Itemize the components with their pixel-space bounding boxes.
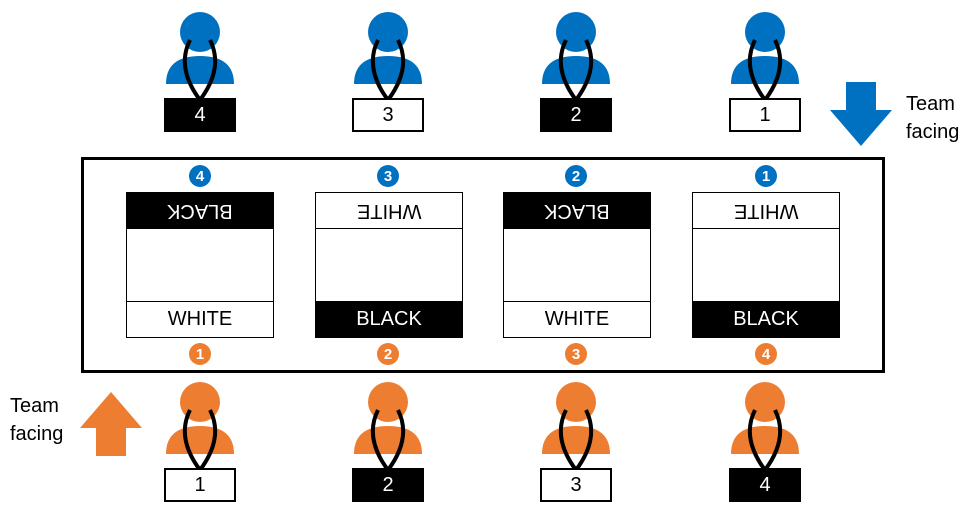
bottom-player-2: 2 bbox=[348, 382, 428, 502]
person-icon bbox=[542, 382, 610, 474]
top-player-2: 3 bbox=[348, 12, 428, 132]
bottom-number-badge: 3 bbox=[565, 343, 587, 365]
card-top-label: BLACK bbox=[127, 193, 273, 229]
down-arrow-icon bbox=[830, 82, 892, 146]
player-plate: 1 bbox=[164, 468, 236, 502]
person-icon bbox=[166, 12, 234, 104]
up-arrow-icon bbox=[80, 392, 142, 456]
bottom-player-3: 3 bbox=[536, 382, 616, 502]
player-plate: 4 bbox=[164, 98, 236, 132]
player-plate: 3 bbox=[540, 468, 612, 502]
person-icon bbox=[166, 382, 234, 474]
card-top-label: BLACK bbox=[504, 193, 650, 229]
person-icon bbox=[731, 382, 799, 474]
top-number-badge: 2 bbox=[565, 165, 587, 187]
card-bottom-label: BLACK bbox=[693, 301, 839, 337]
bottom-team-facing-label: Team facing bbox=[10, 392, 63, 448]
card: WHITE BLACK bbox=[315, 192, 463, 338]
person-icon bbox=[731, 12, 799, 104]
player-plate: 1 bbox=[729, 98, 801, 132]
card-top-label: WHITE bbox=[316, 193, 462, 229]
card-bottom-label: WHITE bbox=[127, 301, 273, 337]
top-player-4: 1 bbox=[725, 12, 805, 132]
player-plate: 2 bbox=[540, 98, 612, 132]
player-plate: 4 bbox=[729, 468, 801, 502]
player-plate: 2 bbox=[352, 468, 424, 502]
top-number-badge: 4 bbox=[189, 165, 211, 187]
bottom-number-badge: 2 bbox=[377, 343, 399, 365]
bottom-number-badge: 1 bbox=[189, 343, 211, 365]
card-bottom-label: WHITE bbox=[504, 301, 650, 337]
person-icon bbox=[354, 382, 422, 474]
card-top-text: WHITE bbox=[733, 200, 799, 222]
card-top-text: BLACK bbox=[544, 200, 610, 222]
bottom-player-1: 1 bbox=[160, 382, 240, 502]
top-player-3: 2 bbox=[536, 12, 616, 132]
person-icon bbox=[354, 12, 422, 104]
card: BLACK WHITE bbox=[126, 192, 274, 338]
card-top-text: WHITE bbox=[356, 200, 422, 222]
facing-label-line: Team bbox=[906, 93, 955, 115]
card: BLACK WHITE bbox=[503, 192, 651, 338]
person-icon bbox=[542, 12, 610, 104]
top-number-badge: 3 bbox=[377, 165, 399, 187]
top-player-1: 4 bbox=[160, 12, 240, 132]
card: WHITE BLACK bbox=[692, 192, 840, 338]
card-top-label: WHITE bbox=[693, 193, 839, 229]
top-team-facing-label: Team facing bbox=[906, 90, 959, 146]
facing-label-line: facing bbox=[906, 121, 960, 143]
bottom-player-4: 4 bbox=[725, 382, 805, 502]
card-top-text: BLACK bbox=[167, 200, 233, 222]
facing-label-line: Team bbox=[10, 395, 59, 417]
card-bottom-label: BLACK bbox=[316, 301, 462, 337]
player-plate: 3 bbox=[352, 98, 424, 132]
facing-label-line: facing bbox=[10, 423, 64, 445]
top-number-badge: 1 bbox=[755, 165, 777, 187]
bottom-number-badge: 4 bbox=[755, 343, 777, 365]
